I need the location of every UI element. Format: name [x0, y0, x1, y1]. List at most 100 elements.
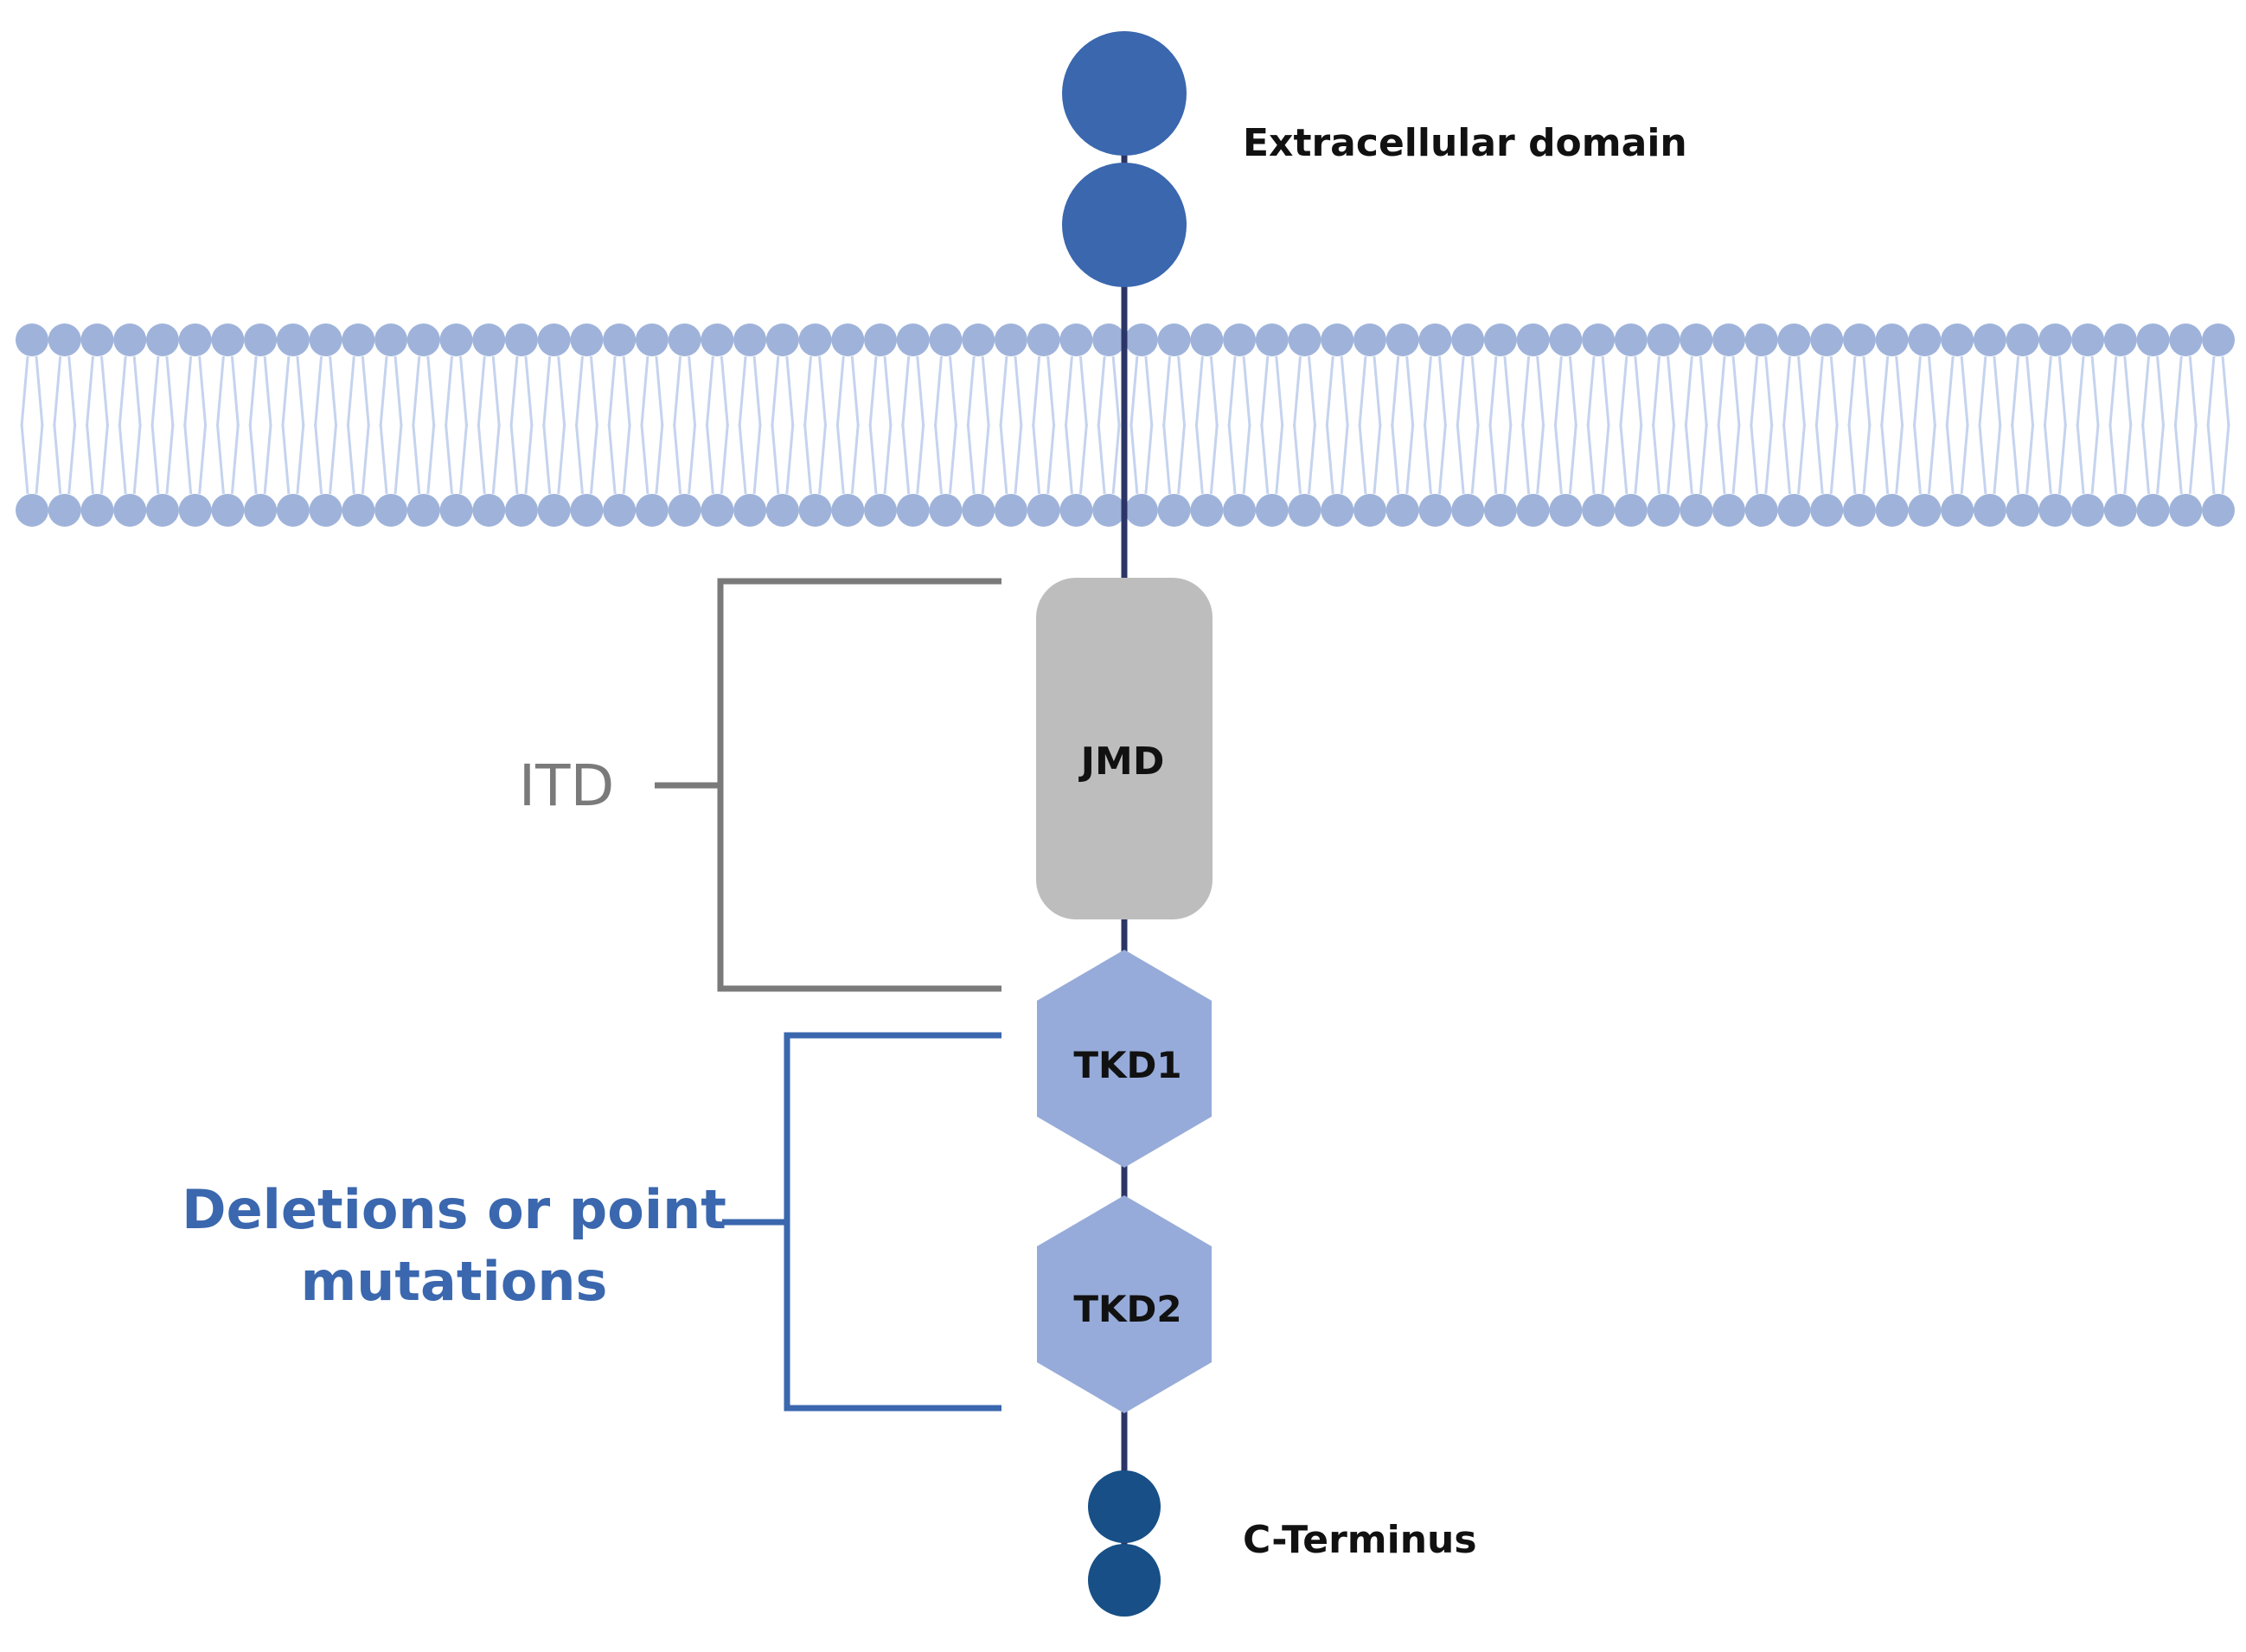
lipid-tail-upper — [509, 355, 534, 427]
lipid-head-lower — [1483, 494, 1517, 527]
lipid-head-upper — [1712, 323, 1746, 356]
lipid-tail-upper — [705, 355, 729, 427]
lipid-head-lower — [537, 494, 571, 527]
lipid-head-upper — [1908, 323, 1942, 356]
lipid-head-lower — [1418, 494, 1452, 527]
lipid-tail-upper — [1358, 355, 1382, 427]
lipid-head-lower — [570, 494, 604, 527]
lipid-tail-upper — [1782, 355, 1806, 427]
lipid-head-upper — [2071, 323, 2105, 356]
lipid-tail-lower — [2206, 423, 2230, 495]
lipid-head-upper — [1288, 323, 1321, 356]
lipid-tail-upper — [771, 355, 795, 427]
lipid-tail-upper — [2043, 355, 2067, 427]
lipid-tail-lower — [607, 423, 631, 495]
lipid-head-upper — [2006, 323, 2039, 356]
lipid-tail-lower — [1488, 423, 1513, 495]
lipid-head-lower — [2006, 494, 2039, 527]
lipid-head-lower — [1810, 494, 1844, 527]
lipid-tail-lower — [1880, 423, 1904, 495]
lipid-tail-upper — [2173, 355, 2198, 427]
lipid-head-lower — [1908, 494, 1942, 527]
lipid-head-upper — [798, 323, 832, 356]
lipid-bilayer-membrane — [16, 323, 2235, 527]
lipid-tail-lower — [281, 423, 305, 495]
lipid-tail-lower — [1619, 423, 1643, 495]
lipid-head-lower — [1647, 494, 1680, 527]
lipid-head-upper — [1549, 323, 1583, 356]
lipid-head-upper — [211, 323, 245, 356]
lipid-head-lower — [1027, 494, 1060, 527]
lipid-head-lower — [48, 494, 81, 527]
lipid-head-upper — [1059, 323, 1093, 356]
lipid-tail-lower — [542, 423, 566, 495]
lipid-head-lower — [2169, 494, 2203, 527]
lipid-head-upper — [1124, 323, 1158, 356]
lipid-head-upper — [1680, 323, 1713, 356]
lipid-tail-lower — [1227, 423, 1251, 495]
lipid-head-lower — [1124, 494, 1158, 527]
lipid-head-lower — [1680, 494, 1713, 527]
lipid-head-upper — [668, 323, 701, 356]
lipid-tail-upper — [183, 355, 208, 427]
lipid-tail-lower — [705, 423, 729, 495]
lipid-tail-lower — [477, 423, 501, 495]
lipid-head-lower — [2202, 494, 2235, 527]
lipid-tail-lower — [85, 423, 109, 495]
lipid-head-upper — [1941, 323, 1974, 356]
lipid-tail-upper — [150, 355, 175, 427]
lipid-tail-upper — [2011, 355, 2035, 427]
lipid-head-lower — [603, 494, 637, 527]
lipid-tail-lower — [1717, 423, 1741, 495]
lipid-tail-lower — [640, 423, 664, 495]
lipid-head-upper — [1875, 323, 1909, 356]
lipid-tail-lower — [1978, 423, 2002, 495]
lipid-tail-lower — [1750, 423, 1774, 495]
lipid-head-upper — [1777, 323, 1811, 356]
lipid-tail-lower — [933, 423, 957, 495]
lipid-head-lower — [1744, 494, 1778, 527]
lipid-head-upper — [374, 323, 408, 356]
lipid-head-lower — [113, 494, 147, 527]
lipid-tail-upper — [1097, 355, 1121, 427]
lipid-tail-lower — [966, 423, 990, 495]
lipid-tail-upper — [607, 355, 631, 427]
lipid-tail-lower — [1782, 423, 1806, 495]
lipid-tail-upper — [1619, 355, 1643, 427]
tkd2-domain — [1037, 1195, 1212, 1413]
lipid-tail-upper — [901, 355, 925, 427]
lipid-head-lower — [16, 494, 48, 527]
lipid-head-lower — [1190, 494, 1224, 527]
lipid-head-lower — [765, 494, 799, 527]
lipid-head-lower — [1712, 494, 1746, 527]
lipid-tail-upper — [1391, 355, 1415, 427]
lipid-tail-lower — [509, 423, 534, 495]
jmd-label: JMD — [1078, 740, 1165, 784]
tkd2-label: TKD2 — [1073, 1288, 1181, 1330]
lipid-head-upper — [1223, 323, 1257, 356]
lipid-head-upper — [864, 323, 898, 356]
lipid-tail-lower — [738, 423, 762, 495]
lipid-tail-lower — [346, 423, 370, 495]
lipid-tail-lower — [1684, 423, 1708, 495]
lipid-tail-upper — [85, 355, 109, 427]
lipid-head-upper — [1973, 323, 2006, 356]
lipid-tail-upper — [2108, 355, 2133, 427]
lipid-tail-upper — [835, 355, 860, 427]
itd-label: ITD — [519, 752, 615, 819]
lipid-head-upper — [2038, 323, 2072, 356]
lipid-head-upper — [504, 323, 538, 356]
lipid-tail-upper — [379, 355, 403, 427]
lipid-tail-lower — [673, 423, 697, 495]
lipid-head-upper — [1614, 323, 1648, 356]
lipid-head-lower — [994, 494, 1027, 527]
lipid-head-upper — [1451, 323, 1485, 356]
lipid-head-upper — [342, 323, 375, 356]
lipid-tail-upper — [1553, 355, 1577, 427]
lipid-head-upper — [994, 323, 1027, 356]
lipid-head-lower — [145, 494, 179, 527]
lipid-head-upper — [48, 323, 81, 356]
lipid-head-lower — [1451, 494, 1485, 527]
lipid-tail-lower — [1358, 423, 1382, 495]
